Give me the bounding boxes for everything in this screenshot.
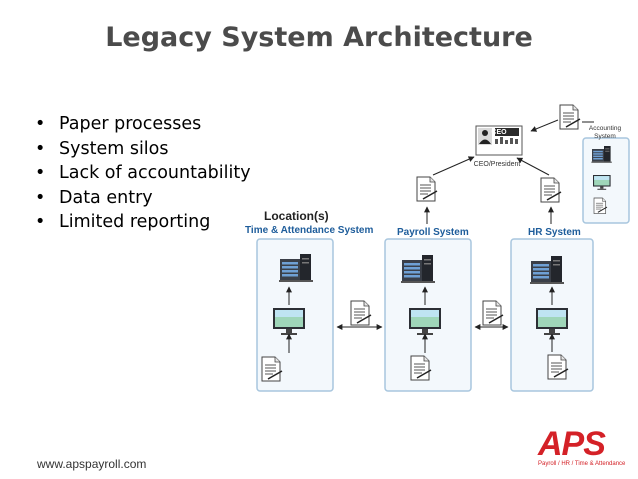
- transfer-paper-icon-left: [350, 300, 372, 326]
- bullet-item: Paper processes: [35, 112, 251, 137]
- accounting-label-line2: System: [594, 133, 616, 140]
- ceo-caption: CEO/President: [474, 161, 521, 168]
- aps-logo-tagline: Payroll / HR / Time & Attendance: [538, 461, 626, 467]
- system-label-time-attendance: Time & Attendance System: [245, 225, 373, 236]
- transfer-paper-icon-right: [482, 300, 504, 326]
- bullet-list: Paper processes System silos Lack of acc…: [35, 112, 251, 235]
- bullet-item: System silos: [35, 137, 251, 162]
- accounting-input-paper-icon: [593, 197, 608, 215]
- hr-paper-icon: [547, 354, 569, 380]
- system-label-hr: HR System: [528, 227, 581, 238]
- location-label: Location(s): [264, 209, 329, 223]
- bullet-item: Limited reporting: [35, 210, 251, 235]
- hr-report-paper-icon: [540, 177, 562, 203]
- system-label-payroll: Payroll System: [397, 227, 469, 238]
- footer-url: www.apspayroll.com: [37, 457, 147, 471]
- ceo-badge-text: CEO: [491, 129, 507, 136]
- accounting-label-line1: Accounting: [589, 125, 622, 132]
- payroll-paper-icon: [410, 355, 432, 381]
- bullet-item: Lack of accountability: [35, 161, 251, 186]
- aps-logo: APS Payroll / HR / Time & Attendance: [538, 425, 628, 467]
- ceo-badge-icon: [475, 125, 523, 156]
- accounting-paper-icon: [559, 104, 581, 130]
- time-attendance-paper-icon: [261, 356, 283, 382]
- aps-logo-mark: APS: [538, 425, 606, 463]
- bullet-item: Data entry: [35, 186, 251, 211]
- page-title: Legacy System Architecture: [105, 22, 533, 53]
- payroll-report-paper-icon: [416, 176, 438, 202]
